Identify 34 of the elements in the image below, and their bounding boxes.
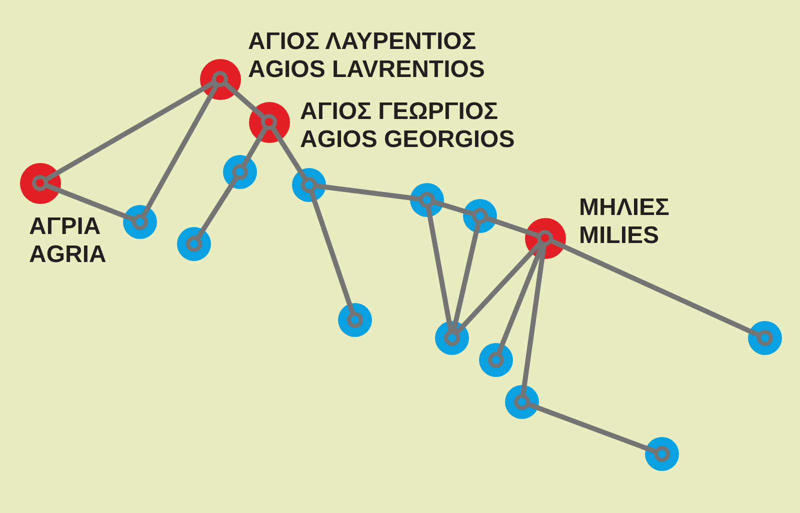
connector-line	[46, 183, 134, 222]
connector-line	[486, 216, 540, 238]
stop-marker	[748, 321, 782, 355]
connector-line	[141, 84, 219, 218]
stop-marker	[338, 303, 372, 337]
connector-line	[316, 183, 420, 202]
stop-marker	[645, 437, 679, 471]
place-name: ΑΓΙΟΣ ΛΑΥΡΕΝΤΙΟΣ	[248, 28, 478, 56]
town-marker	[20, 162, 60, 204]
connector-line	[454, 241, 542, 335]
place-name: AGRIA	[29, 241, 106, 269]
connector-line	[224, 82, 266, 120]
connector-line	[528, 402, 656, 454]
connector-line	[196, 176, 238, 240]
connector-line	[432, 200, 474, 216]
connector-line	[44, 80, 216, 182]
stop-marker	[123, 205, 157, 239]
place-name: ΑΓΡΙΑ	[29, 213, 102, 241]
connector-line	[270, 126, 308, 180]
connector-line	[451, 222, 481, 332]
stop-marker	[505, 385, 539, 419]
place-name: ΑΓΙΟΣ ΓΕΩΡΓΙΟΣ	[300, 98, 500, 126]
stop-marker	[177, 227, 211, 261]
stop-marker	[223, 155, 257, 189]
connector-line	[308, 190, 356, 314]
stop-marker	[479, 343, 513, 377]
connector-line	[520, 244, 546, 396]
connector-line	[241, 126, 268, 168]
place-name: AGIOS GEORGIOS	[300, 126, 515, 154]
place-name: AGIOS LAVRENTIOS	[248, 56, 485, 84]
connector-line	[550, 238, 760, 338]
connector-line	[426, 206, 454, 332]
place-name: ΜΗΛΙΕΣ	[579, 194, 670, 222]
place-name: MILIES	[579, 222, 660, 250]
